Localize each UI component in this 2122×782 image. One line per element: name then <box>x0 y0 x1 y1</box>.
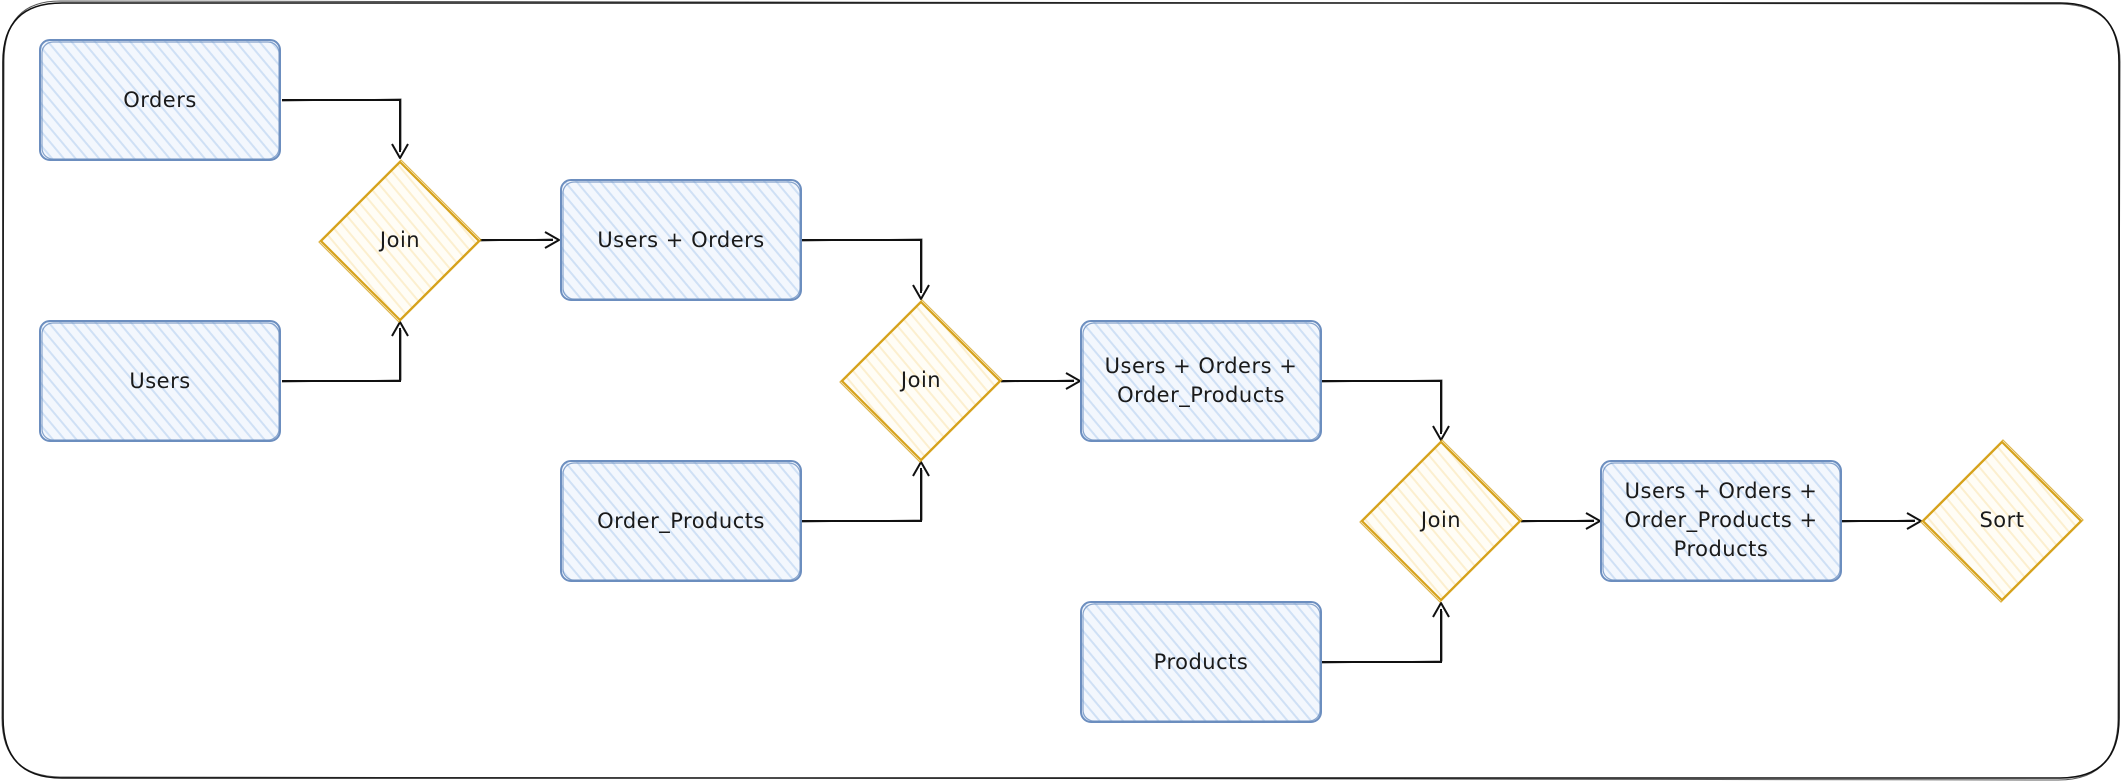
node-products-label: Products <box>1154 650 1249 674</box>
edge-join2-to-combined <box>1000 372 1081 390</box>
node-users-label: Users <box>129 369 190 393</box>
edge-users-to-join1 <box>281 321 409 383</box>
edge-join3-to-full <box>1520 512 1601 530</box>
node-join-2-label: Join <box>899 368 941 392</box>
node-join-3-label: Join <box>1419 508 1461 532</box>
node-sort[interactable]: Sort <box>1920 439 2084 603</box>
node-orders-label: Orders <box>123 88 197 112</box>
node-combined-label-line-1: Users + Orders + <box>1105 354 1298 378</box>
node-order-products[interactable]: Order_Products <box>560 460 802 582</box>
node-full-label-line-2: Order_Products + <box>1624 508 1817 533</box>
node-join-1-label: Join <box>378 228 420 252</box>
node-order-products-label: Order_Products <box>597 509 765 534</box>
node-join-2[interactable]: Join <box>839 299 1003 463</box>
node-full-label-line-3: Products <box>1674 537 1769 561</box>
node-sort-label: Sort <box>1979 508 2024 532</box>
edge-orders-to-join1 <box>281 98 409 159</box>
node-users[interactable]: Users <box>39 320 281 442</box>
edge-combined-to-join3 <box>1321 379 1450 441</box>
nodes: Orders Users Join Users + Orders Order_P… <box>39 39 2084 723</box>
edge-products-to-join3 <box>1321 602 1450 664</box>
node-combined-label-line-2: Order_Products <box>1117 383 1285 408</box>
node-users-orders-order-products[interactable]: Users + Orders + Order_Products <box>1080 320 1322 442</box>
edge-full-to-sort <box>1841 512 1922 530</box>
node-orders[interactable]: Orders <box>39 39 281 161</box>
edge-users-orders-to-join2 <box>801 238 930 300</box>
node-users-orders-label: Users + Orders <box>597 228 764 252</box>
node-join-1[interactable]: Join <box>318 159 482 323</box>
node-full-label-line-1: Users + Orders + <box>1625 479 1818 503</box>
node-users-orders-order-products-products[interactable]: Users + Orders + Order_Products + Produc… <box>1600 460 1842 582</box>
edge-join1-to-users-orders <box>479 231 560 249</box>
node-join-3[interactable]: Join <box>1359 439 1523 603</box>
node-products[interactable]: Products <box>1080 601 1322 723</box>
edges <box>281 98 1922 664</box>
node-users-orders[interactable]: Users + Orders <box>560 179 802 301</box>
edge-order-products-to-join2 <box>801 461 930 523</box>
